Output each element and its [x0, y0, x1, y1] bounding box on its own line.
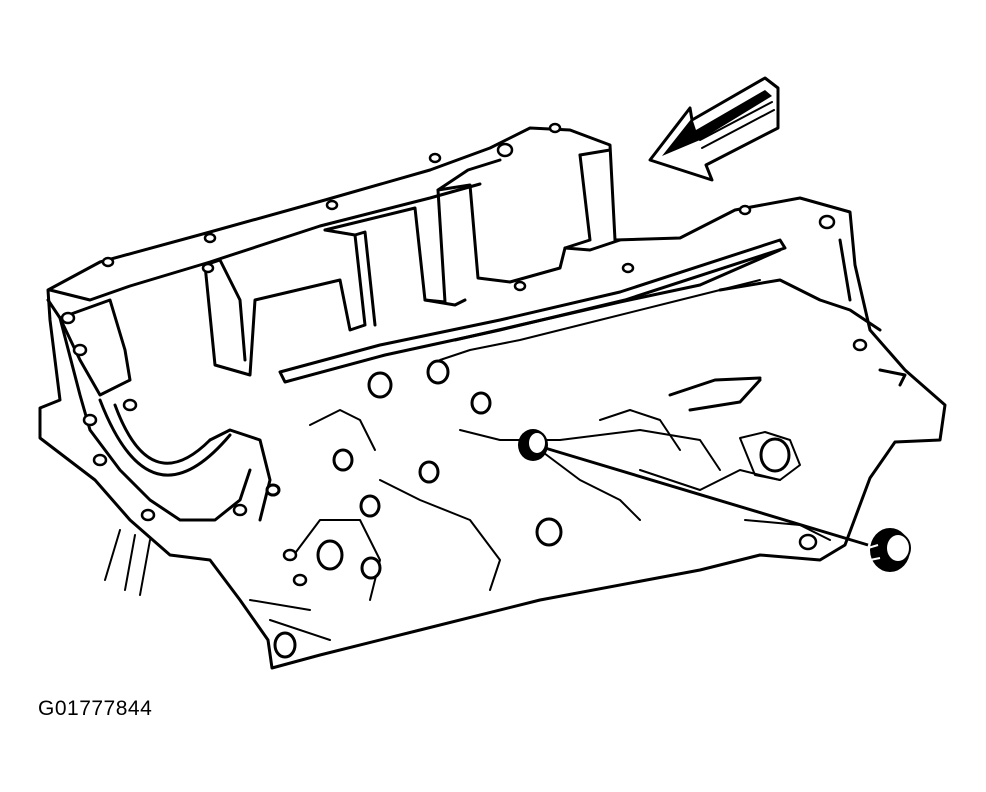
figure-id-label: G01777844: [38, 697, 153, 720]
leader-line: [544, 446, 869, 547]
plug-bore: [518, 429, 548, 461]
direction-arrow-icon: [648, 76, 780, 182]
bolt-holes: [60, 122, 868, 659]
plug-icon: [867, 528, 911, 572]
engine-block-outline: [38, 126, 947, 670]
